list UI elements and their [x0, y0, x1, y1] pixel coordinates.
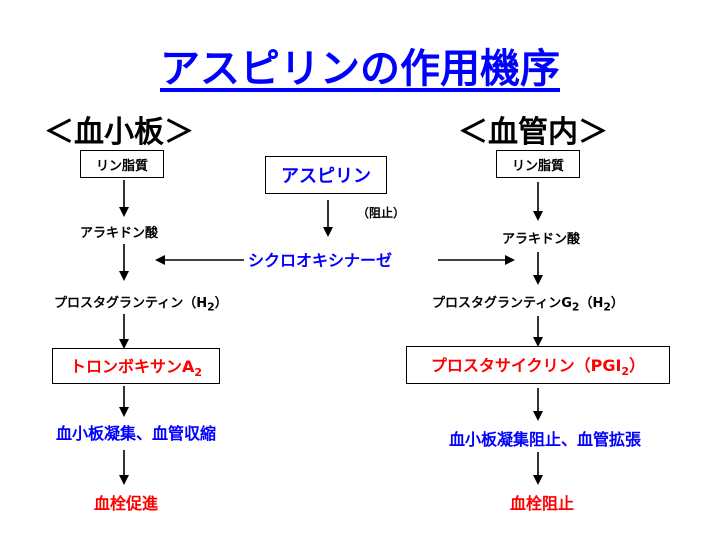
right-result: 血栓阻止: [510, 494, 575, 513]
page-title: アスピリンの作用機序: [160, 46, 560, 92]
right-effect: 血小板凝集阻止、血管拡張: [449, 430, 642, 449]
left-phospholipid-box: リン脂質: [80, 150, 164, 178]
right-phospholipid-label: リン脂質: [511, 158, 564, 174]
inhibition-label: （阻止）: [357, 206, 406, 220]
right-phospholipid-box: リン脂質: [496, 150, 580, 178]
left-effect: 血小板凝集、血管収縮: [56, 424, 217, 443]
platelet-header: ＜血小板＞: [44, 115, 194, 150]
prostacyclin-box: プロスタサイクリン（PGI2）: [406, 346, 670, 384]
left-result: 血栓促進: [94, 494, 159, 513]
aspirin-box: アスピリン: [265, 156, 387, 194]
prostacyclin-label: プロスタサイクリン（PGI2）: [430, 355, 646, 379]
left-prostaglandin-h2: プロスタグランティン（H2）: [54, 296, 228, 314]
vessel-header: ＜血管内＞: [458, 115, 608, 150]
cyclooxygenase-label: シクロオキシナーゼ: [248, 251, 393, 270]
aspirin-label: アスピリン: [281, 166, 371, 187]
thromboxane-box: トロンボキサンA2: [52, 348, 220, 384]
left-arachidonic-acid: アラキドン酸: [80, 226, 159, 241]
right-prostaglandin-g2-h2: プロスタグランティンG2（H2）: [432, 296, 624, 314]
right-arachidonic-acid: アラキドン酸: [502, 232, 581, 247]
thromboxane-label: トロンボキサンA2: [69, 356, 203, 380]
left-phospholipid-label: リン脂質: [95, 158, 148, 174]
